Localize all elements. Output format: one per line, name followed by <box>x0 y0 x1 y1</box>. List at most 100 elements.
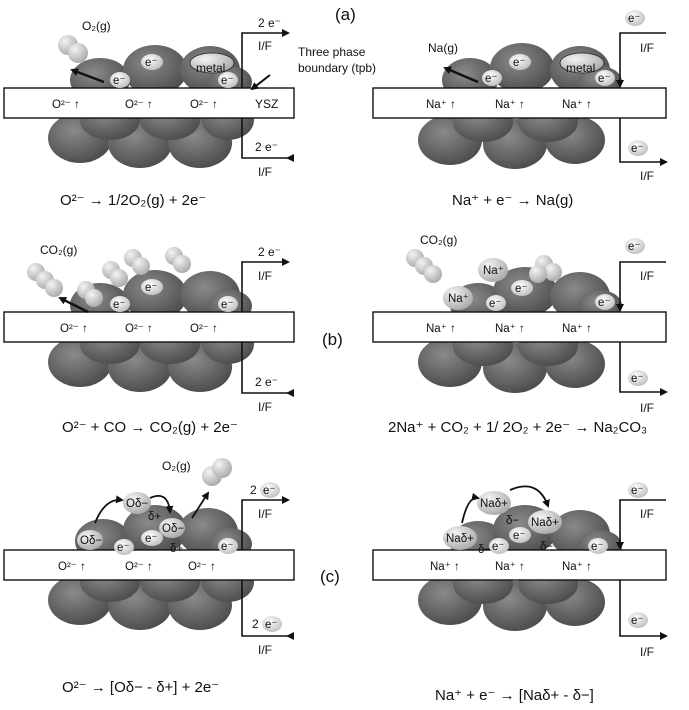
electron-label: e⁻ <box>221 299 233 311</box>
current-out-arrow <box>619 118 668 166</box>
current-label: I/F <box>640 507 654 521</box>
current-label: I/F <box>258 269 272 283</box>
electron-label: e⁻ <box>145 57 157 69</box>
gas-release-arrow <box>191 491 210 519</box>
electron <box>114 539 134 555</box>
electron-label: e⁻ <box>628 241 640 253</box>
ion-label: Na⁺ ↑ <box>562 323 592 335</box>
ion-label: O²⁻ ↑ <box>188 561 216 573</box>
electrolyte <box>372 87 667 119</box>
current-out-arrow <box>619 580 668 640</box>
electron-label: e⁻ <box>513 57 525 69</box>
delta-minus-label: δ− <box>478 544 491 556</box>
co2-gas-label: CO₂(g) <box>420 233 457 247</box>
equation-a-right: Na⁺ + e⁻ → Na(g) <box>452 192 573 209</box>
co-molecule <box>165 247 191 273</box>
ion-label: O²⁻ ↑ <box>58 561 86 573</box>
electron <box>141 279 163 295</box>
electron-label: e⁻ <box>265 619 277 631</box>
electron-label: e⁻ <box>591 541 603 553</box>
na-delta-label: Naδ+ <box>446 533 474 545</box>
panel-label-b: (b) <box>322 330 343 349</box>
gas-release-arrow <box>70 68 105 84</box>
electron-label: e⁻ <box>263 485 275 497</box>
electron <box>595 294 615 310</box>
two-electron-label: 2 e⁻ <box>255 140 278 154</box>
electron <box>509 527 531 543</box>
gas-release-arrow <box>58 296 89 314</box>
electron <box>260 482 280 498</box>
current-label: I/F <box>640 169 654 183</box>
electron-label: e⁻ <box>145 282 157 294</box>
electrolyte <box>372 311 667 343</box>
electron <box>595 70 615 86</box>
equation-b-right: 2Na⁺ + CO₂ + 1/ 2O₂ + 2e⁻ → Na₂CO₃ <box>388 419 647 436</box>
o-delta-adsorbate <box>123 492 151 514</box>
o2-gas-label: O₂(g) <box>162 459 191 473</box>
co-molecule <box>77 281 103 307</box>
electron-label: e⁻ <box>113 75 125 87</box>
panel-b-right: Na⁺ ↑ Na⁺ ↑ Na⁺ ↑ CO₂(g) Na⁺ Na⁺ e⁻ e⁻ e… <box>372 233 668 436</box>
current-label: I/F <box>258 39 272 53</box>
o-delta-adsorbate <box>77 530 103 550</box>
electron-label: e⁻ <box>631 143 643 155</box>
spillover-arrow <box>509 485 550 508</box>
electron <box>141 54 163 70</box>
two-electron-label: 2 e⁻ <box>258 245 281 259</box>
ion-label: Na⁺ ↑ <box>430 561 460 573</box>
tpb-label-line1: Three phase <box>298 45 366 59</box>
ysz-electrolyte <box>3 549 295 581</box>
o-delta-label: Oδ− <box>126 498 148 510</box>
panel-b-left: CO₂(g) O²⁻ ↑ O²⁻ ↑ O²⁻ ↑ e⁻ e⁻ e⁻ 2 e⁻ I… <box>3 243 295 436</box>
na-delta-adsorbate <box>477 491 511 515</box>
electrolyte <box>372 549 667 581</box>
electron <box>218 538 238 554</box>
electron <box>141 530 163 546</box>
electron-label: e⁻ <box>515 283 527 295</box>
two-electron-label: 2 e⁻ <box>255 375 278 389</box>
electron <box>628 482 648 498</box>
current-in-arrow <box>241 118 294 162</box>
co-molecule <box>124 249 150 275</box>
equation-c-left: O²⁻ → [Oδ− - δ+] + 2e⁻ <box>62 679 219 696</box>
two-label: 2 <box>250 483 257 497</box>
current-out-arrow <box>241 29 290 88</box>
current-in-arrow <box>241 342 294 397</box>
tpb-pointer-arrow <box>250 74 271 91</box>
current-out-arrow <box>619 342 668 396</box>
ion-label: O²⁻ ↑ <box>52 99 80 111</box>
two-label: 2 <box>252 617 259 631</box>
ion-label: Na⁺ ↑ <box>562 561 592 573</box>
electron <box>511 280 533 296</box>
equation-b-left: O²⁻ + CO → CO₂(g) + 2e⁻ <box>62 419 238 436</box>
current-out-arrow <box>241 258 290 312</box>
current-in-arrow <box>241 580 294 640</box>
electron <box>625 238 645 254</box>
electron <box>486 295 506 311</box>
metal-label: metal <box>566 61 595 75</box>
electron <box>628 612 648 628</box>
electron <box>262 616 282 632</box>
ion-label: Na⁺ ↑ <box>495 99 525 111</box>
current-in-arrow <box>616 499 666 550</box>
ion-label: Na⁺ ↑ <box>426 323 456 335</box>
co2-molecule <box>27 263 63 297</box>
electron-label: e⁻ <box>492 541 504 553</box>
ysz-electrolyte <box>3 87 295 119</box>
delta-minus-label: δ− <box>540 541 553 553</box>
delta-plus-label: δ+ <box>148 511 161 523</box>
metal-label: metal <box>196 61 225 75</box>
o2-molecule <box>58 35 88 63</box>
delta-plus-label: δ+ <box>170 543 183 555</box>
ysz-label: YSZ <box>255 97 278 111</box>
delta-minus-label: δ− <box>506 515 519 527</box>
electron <box>625 10 645 26</box>
electron-label: e⁻ <box>598 297 610 309</box>
ion-label: O²⁻ ↑ <box>125 99 153 111</box>
ion-label: O²⁻ ↑ <box>125 323 153 335</box>
current-in-arrow <box>616 32 666 88</box>
panel-a-left: metal O²⁻ ↑ O²⁻ ↑ O²⁻ ↑ YSZ e⁻ e⁻ e⁻ O₂(… <box>3 16 376 209</box>
o2-molecule <box>202 458 232 486</box>
na-cation-label: Na⁺ <box>448 293 469 305</box>
o-delta-label: Oδ− <box>162 523 184 535</box>
